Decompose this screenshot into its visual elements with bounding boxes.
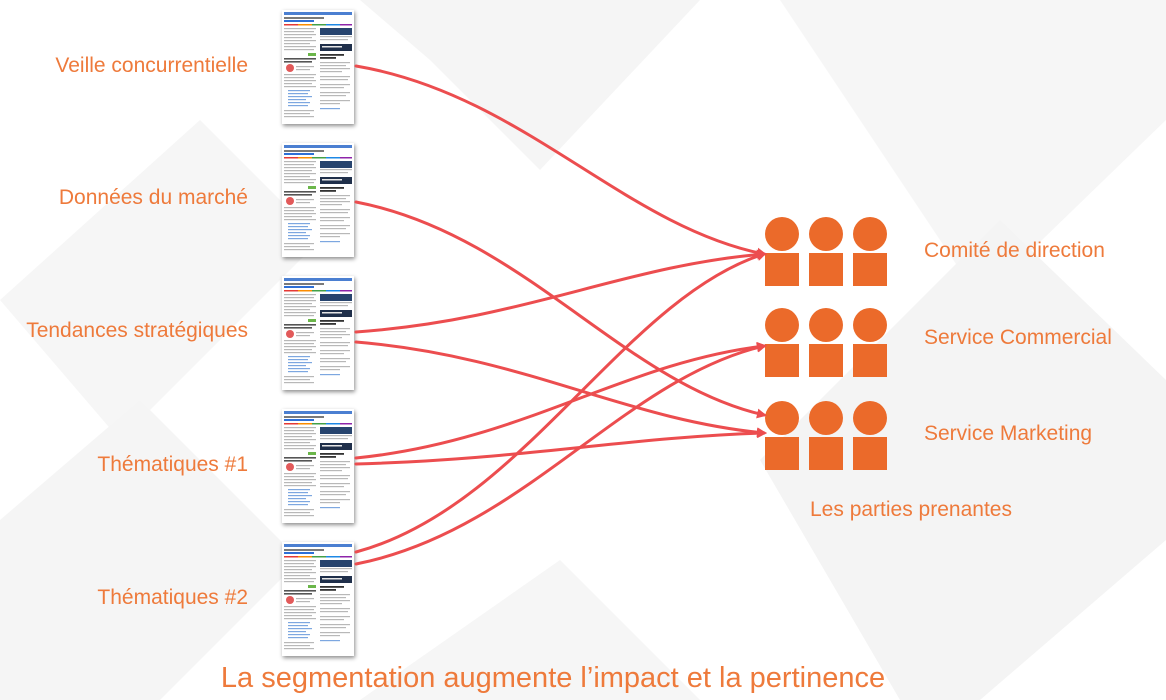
source-label-donnees: Données du marché <box>58 186 248 209</box>
newsletter-thumbnail-icon <box>282 143 354 257</box>
newsletter-thumbnail-icon <box>282 10 354 124</box>
audiences-caption: Les parties prenantes <box>810 498 1012 521</box>
source-label-veille: Veille concurrentielle <box>55 54 248 77</box>
people-group-icon <box>764 400 888 470</box>
source-label-thematiques-2: Thématiques #2 <box>97 586 248 609</box>
newsletter-thumbnail-icon <box>282 542 354 656</box>
audience-label-marketing: Service Marketing <box>924 422 1093 445</box>
source-label-thematiques-1: Thématiques #1 <box>97 453 248 476</box>
newsletter-thumbnail-icon <box>282 276 354 390</box>
audience-label-comite: Comité de direction <box>924 239 1105 262</box>
main-caption: La segmentation augmente l’impact et la … <box>220 662 886 694</box>
newsletter-thumbnail-icon <box>282 409 354 523</box>
source-label-tendances: Tendances stratégiques <box>26 319 248 342</box>
people-group-icon <box>764 307 888 377</box>
people-group-icon <box>764 216 888 286</box>
audience-label-commercial: Service Commercial <box>924 326 1112 349</box>
